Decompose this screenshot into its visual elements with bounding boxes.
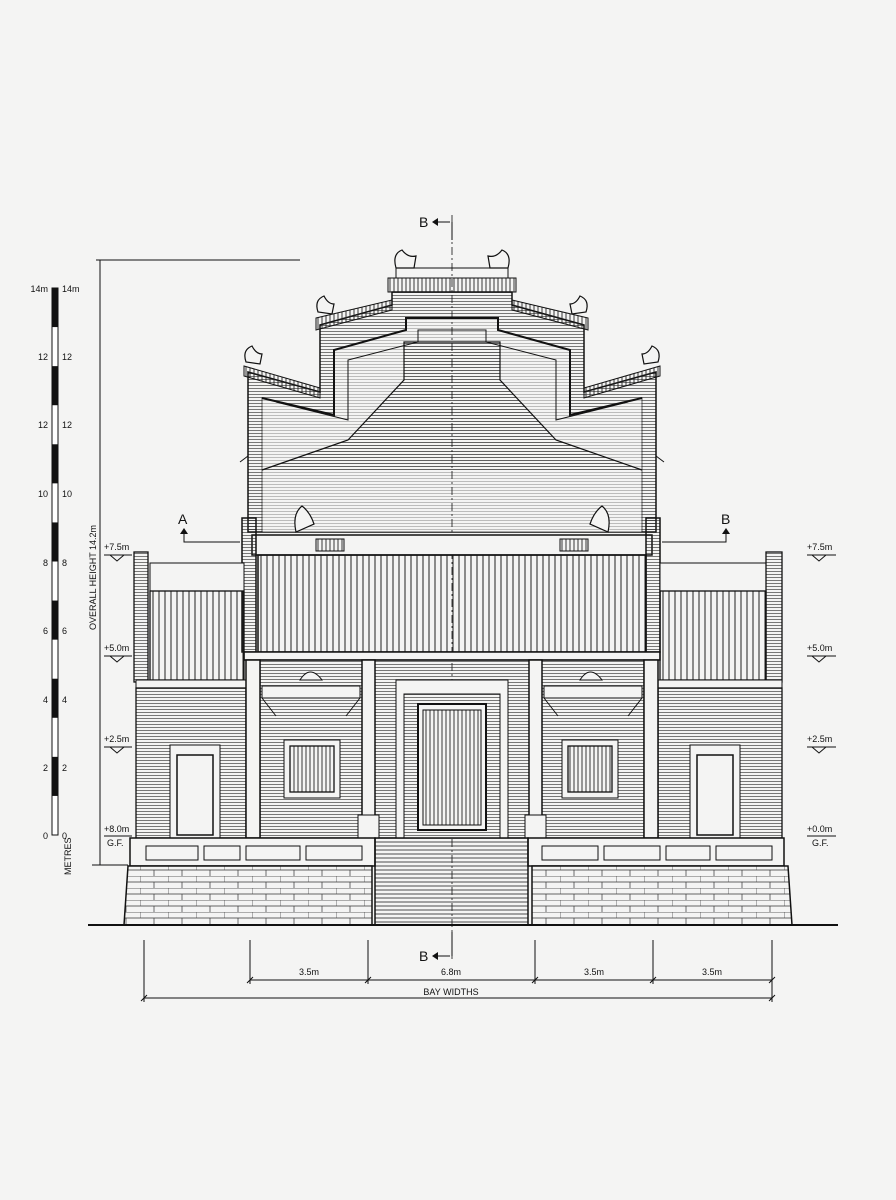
scale-label-left: 8: [43, 558, 48, 568]
bay-width-label: 3.5m: [584, 967, 604, 977]
bay-widths-title: BAY WIDTHS: [423, 987, 478, 997]
scale-label-left: 12: [38, 420, 48, 430]
level-label: +5.0m: [104, 643, 129, 653]
level-sublabel: G.F.: [107, 838, 124, 848]
level-markers-right: +7.5m +5.0m +2.5m +0.0m G.F.: [807, 542, 836, 848]
scale-label-right: 6: [62, 626, 67, 636]
ridge-ornaments: [244, 249, 660, 533]
bay-width-label: 6.8m: [441, 967, 461, 977]
level-sublabel: G.F.: [812, 838, 829, 848]
scale-bar-segment: [52, 366, 58, 406]
scale-label-left: 6: [43, 626, 48, 636]
facade-walls: [135, 659, 783, 839]
scale-label-right: 10: [62, 489, 72, 499]
scale-label-left: 2: [43, 763, 48, 773]
section-markers: B A B B: [178, 214, 730, 964]
scale-label-right: 14m: [62, 284, 80, 294]
scale-bar-segment: [52, 678, 58, 718]
section-marker-bottom: B: [419, 948, 428, 964]
level-label: +7.5m: [807, 542, 832, 552]
scale-label-right: 12: [62, 352, 72, 362]
bay-width-dimensions: 3.5m 6.8m 3.5m 3.5m BAY WIDTHS: [140, 940, 776, 1002]
section-marker-top: B: [419, 214, 428, 230]
scale-bar-segment: [52, 522, 58, 562]
scale-label-right: 0: [62, 831, 67, 841]
level-label: +2.5m: [807, 734, 832, 744]
stepped-gable: [239, 215, 665, 960]
scale-label-left: 14m: [30, 284, 48, 294]
scale-label-right: 12: [62, 420, 72, 430]
scale-label-left: 0: [43, 831, 48, 841]
scale-label-right: 2: [62, 763, 67, 773]
bay-width-label: 3.5m: [299, 967, 319, 977]
section-marker-left: A: [178, 511, 188, 527]
side-roofs: [133, 551, 783, 689]
bay-width-label: 3.5m: [702, 967, 722, 977]
section-marker-right: B: [721, 511, 730, 527]
level-markers-left: +7.5m +5.0m +2.5m +8.0m G.F.: [104, 542, 132, 848]
main-roof: [241, 517, 661, 661]
scale-label-left: 4: [43, 695, 48, 705]
level-label: +5.0m: [807, 643, 832, 653]
overall-height-dimension: OVERALL HEIGHT 14.2m: [88, 259, 300, 866]
level-label: +8.0m: [104, 824, 129, 834]
scale-bar-segment: [52, 444, 58, 484]
scale-bar-segment: [52, 600, 58, 640]
scale-label-left: 10: [38, 489, 48, 499]
level-label: +0.0m: [807, 824, 832, 834]
scale-label-right: 4: [62, 695, 67, 705]
building-elevation: [88, 215, 838, 960]
platform-base: [88, 837, 838, 926]
scale-label-left: 12: [38, 352, 48, 362]
scale-label-right: 8: [62, 558, 67, 568]
level-label: +7.5m: [104, 542, 129, 552]
scale-bar-segment: [52, 756, 58, 796]
level-label: +2.5m: [104, 734, 129, 744]
overall-height-label: OVERALL HEIGHT 14.2m: [88, 525, 98, 630]
scale-bar-segment: [52, 288, 58, 328]
scale-unit-label: METRES: [63, 837, 73, 875]
scale-bar: 14m 12 12 10 8 6 4 2 0 14m 12 12 10 8 6 …: [30, 284, 79, 875]
